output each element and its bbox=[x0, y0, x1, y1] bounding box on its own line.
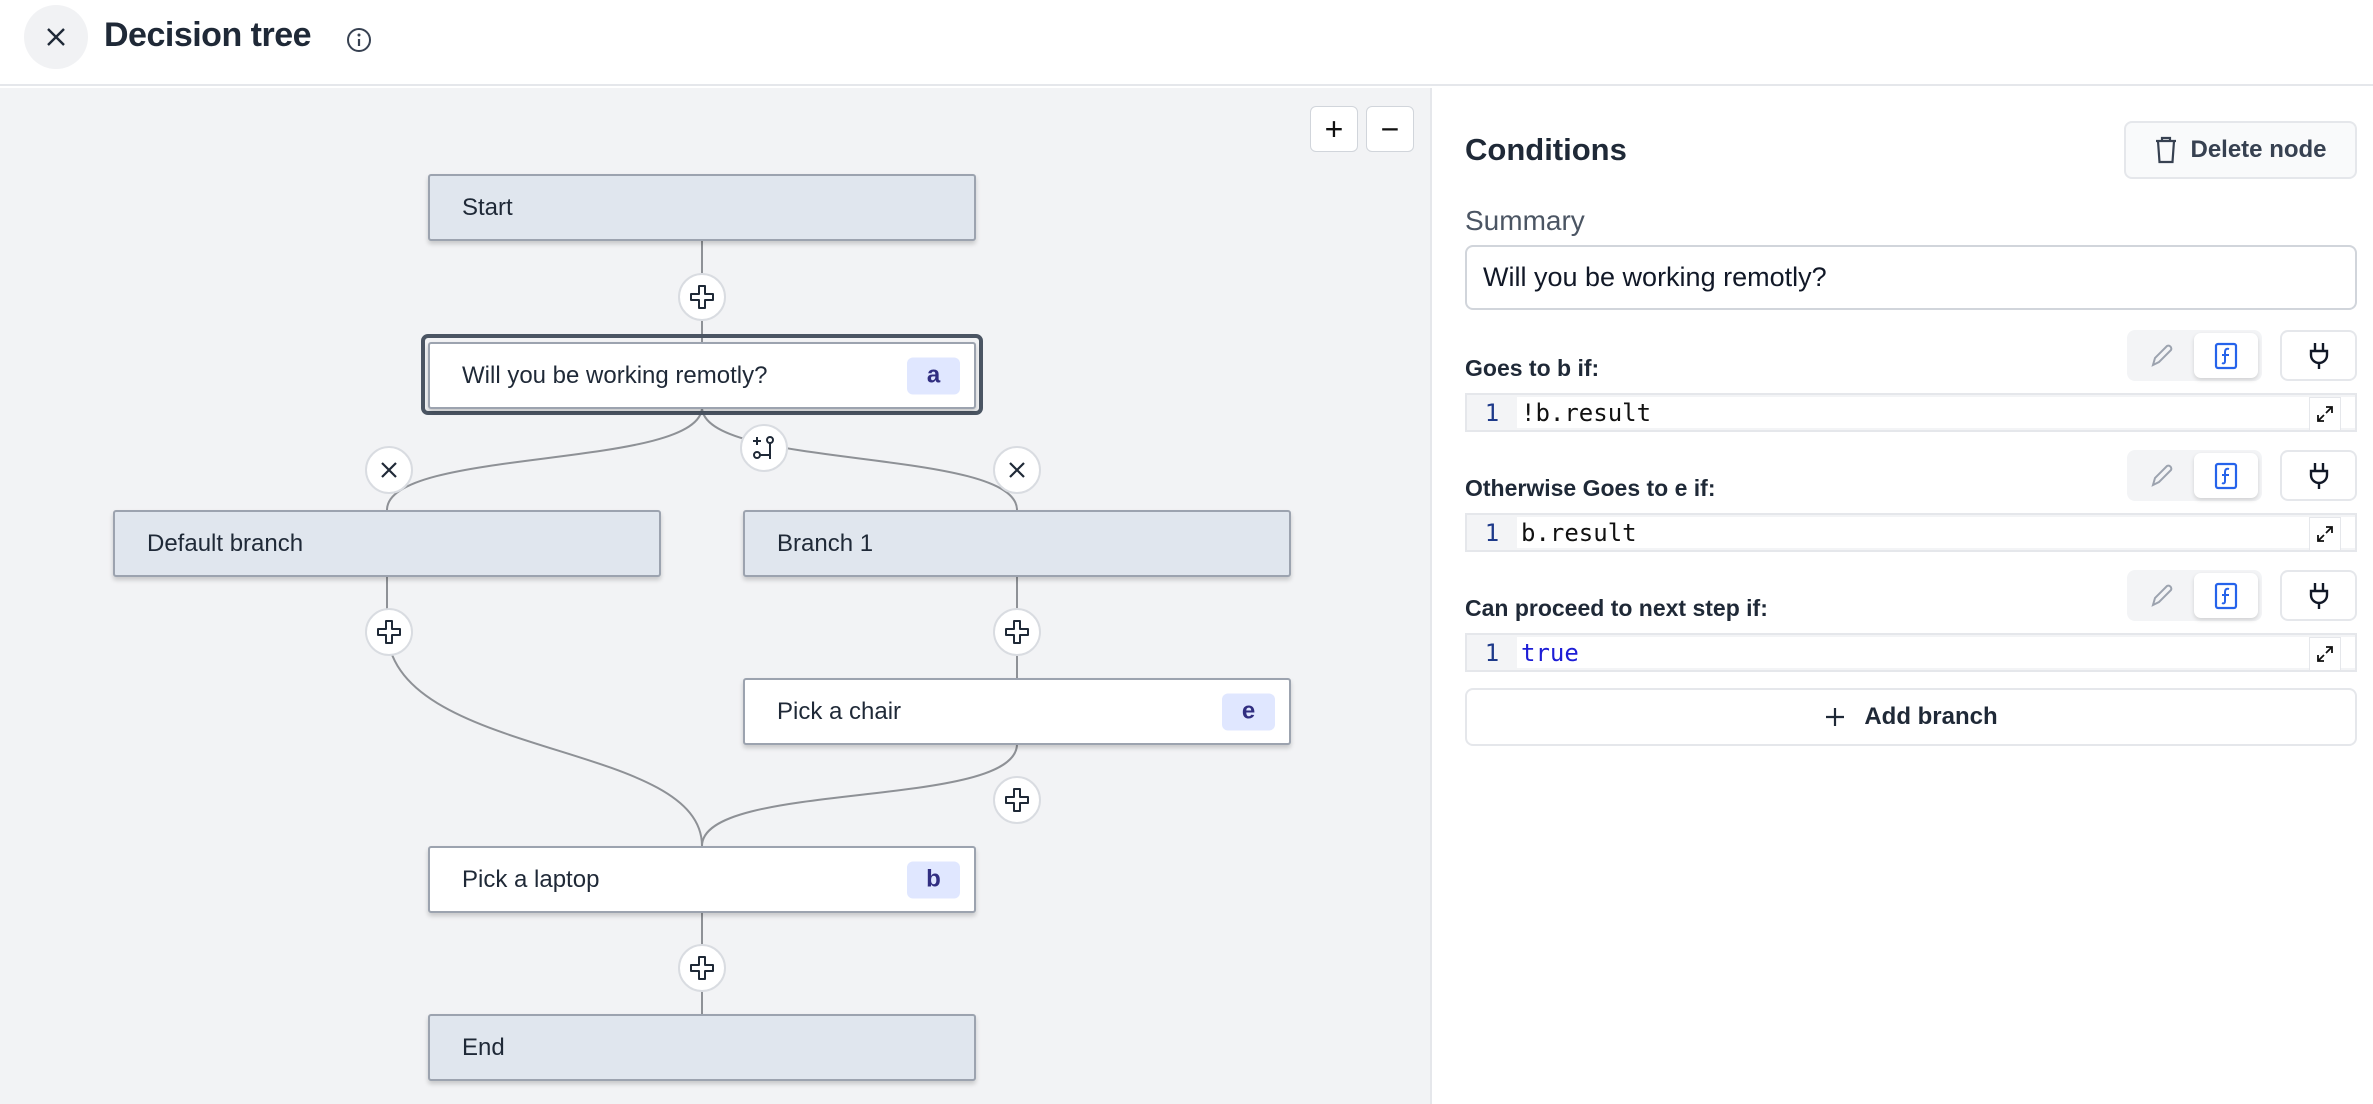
edit-mode-button[interactable] bbox=[2130, 573, 2194, 618]
close-icon bbox=[381, 462, 397, 478]
header: Decision tree bbox=[0, 0, 2373, 86]
summary-input[interactable] bbox=[1465, 245, 2357, 310]
add-step-button[interactable] bbox=[993, 776, 1041, 824]
node-question[interactable]: Will you be working remotly? a bbox=[428, 342, 976, 409]
expand-icon bbox=[2317, 406, 2333, 422]
code-input[interactable]: b.result bbox=[1517, 517, 2355, 548]
plus-icon bbox=[1826, 708, 1845, 726]
mode-toggle bbox=[2127, 570, 2262, 621]
function-icon bbox=[2214, 342, 2238, 369]
add-step-button[interactable] bbox=[678, 944, 726, 992]
plus-icon bbox=[377, 620, 401, 644]
expand-icon bbox=[2317, 526, 2333, 542]
expand-button[interactable] bbox=[2309, 397, 2341, 431]
line-number: 1 bbox=[1467, 395, 1517, 430]
connect-button[interactable] bbox=[2280, 450, 2357, 501]
panel-title: Conditions bbox=[1465, 132, 1627, 167]
node-pick-chair[interactable]: Pick a chair e bbox=[743, 678, 1291, 745]
mode-toggle bbox=[2127, 330, 2262, 381]
code-editor: 1 !b.result bbox=[1465, 393, 2357, 432]
add-step-button[interactable] bbox=[365, 608, 413, 656]
branch-add-icon bbox=[753, 436, 774, 459]
edge-default-laptop bbox=[386, 576, 703, 847]
edge-question-default bbox=[386, 406, 703, 511]
condition-label: Goes to b if: bbox=[1465, 355, 1600, 381]
connect-button[interactable] bbox=[2280, 330, 2357, 381]
expand-button[interactable] bbox=[2309, 637, 2341, 671]
edit-mode-button[interactable] bbox=[2130, 453, 2194, 498]
add-step-button[interactable] bbox=[678, 273, 726, 321]
close-icon bbox=[1009, 462, 1025, 478]
plus-icon bbox=[1005, 620, 1029, 644]
edge-chair-laptop bbox=[701, 743, 1018, 847]
page-title: Decision tree bbox=[104, 16, 312, 54]
node-branch-1[interactable]: Branch 1 bbox=[743, 510, 1291, 577]
pencil-icon bbox=[2151, 584, 2173, 607]
plus-icon: + bbox=[1324, 110, 1344, 147]
close-button[interactable] bbox=[24, 5, 88, 69]
formula-mode-button[interactable] bbox=[2194, 453, 2258, 498]
plus-icon bbox=[690, 956, 714, 980]
trash-icon bbox=[2156, 136, 2177, 164]
add-step-button[interactable] bbox=[993, 608, 1041, 656]
node-label: Pick a laptop bbox=[462, 865, 600, 893]
node-label: End bbox=[462, 1033, 505, 1061]
info-icon[interactable] bbox=[345, 26, 373, 59]
node-badge: a bbox=[907, 357, 960, 394]
node-label: Pick a chair bbox=[777, 697, 902, 725]
node-label: Default branch bbox=[147, 529, 304, 557]
formula-mode-button[interactable] bbox=[2194, 333, 2258, 378]
plug-icon bbox=[2309, 342, 2328, 369]
formula-mode-button[interactable] bbox=[2194, 573, 2258, 618]
code-input[interactable]: !b.result bbox=[1517, 397, 2355, 428]
pencil-icon bbox=[2151, 344, 2173, 367]
code-input[interactable]: true bbox=[1517, 637, 2355, 668]
node-end[interactable]: End bbox=[428, 1014, 976, 1081]
node-pick-laptop[interactable]: Pick a laptop b bbox=[428, 846, 976, 913]
plug-icon bbox=[2309, 582, 2328, 609]
node-label: Will you be working remotly? bbox=[462, 361, 768, 389]
edit-mode-button[interactable] bbox=[2130, 333, 2194, 378]
code-editor: 1 b.result bbox=[1465, 513, 2357, 552]
delete-node-button[interactable]: Delete node bbox=[2124, 121, 2357, 179]
summary-label: Summary bbox=[1465, 205, 1585, 236]
line-number: 1 bbox=[1467, 635, 1517, 670]
mode-toggle bbox=[2127, 450, 2262, 501]
expand-button[interactable] bbox=[2309, 517, 2341, 551]
line-number: 1 bbox=[1467, 515, 1517, 550]
node-start[interactable]: Start bbox=[428, 174, 976, 241]
condition-label: Otherwise Goes to e if: bbox=[1465, 475, 1716, 501]
remove-branch-button[interactable] bbox=[365, 446, 413, 494]
delete-node-label: Delete node bbox=[2190, 136, 2327, 163]
function-icon bbox=[2214, 462, 2238, 489]
node-badge: e bbox=[1222, 693, 1275, 730]
plus-icon bbox=[1005, 788, 1029, 812]
node-label: Start bbox=[462, 193, 513, 221]
add-branch-label: Add branch bbox=[1864, 703, 1998, 730]
zoom-out-button[interactable]: − bbox=[1366, 106, 1414, 152]
expand-icon bbox=[2317, 646, 2333, 662]
plus-icon bbox=[690, 285, 714, 309]
add-branch-node-button[interactable] bbox=[740, 424, 788, 472]
node-badge: b bbox=[907, 861, 960, 898]
minus-icon: − bbox=[1380, 110, 1400, 147]
plug-icon bbox=[2309, 462, 2328, 489]
function-icon bbox=[2214, 582, 2238, 609]
zoom-in-button[interactable]: + bbox=[1310, 106, 1358, 152]
node-label: Branch 1 bbox=[777, 529, 874, 557]
condition-label: Can proceed to next step if: bbox=[1465, 595, 1768, 621]
pencil-icon bbox=[2151, 464, 2173, 487]
selection-outline bbox=[421, 334, 983, 415]
node-default-branch[interactable]: Default branch bbox=[113, 510, 661, 577]
remove-branch-button[interactable] bbox=[993, 446, 1041, 494]
flow-canvas[interactable]: + − Start Will you be working remotly?a … bbox=[0, 88, 1432, 1104]
add-branch-button[interactable]: Add branch bbox=[1465, 688, 2357, 746]
connect-button[interactable] bbox=[2280, 570, 2357, 621]
code-editor: 1 true bbox=[1465, 633, 2357, 672]
close-icon bbox=[47, 28, 65, 46]
